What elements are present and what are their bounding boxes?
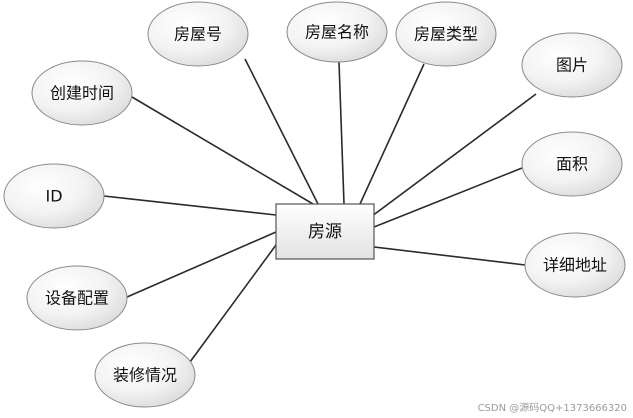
attribute-image: 图片 bbox=[521, 32, 623, 98]
attribute-label-house-type: 房屋类型 bbox=[414, 25, 478, 44]
attribute-label-equipment: 设备配置 bbox=[45, 289, 109, 308]
attribute-house-name: 房屋名称 bbox=[286, 1, 388, 63]
attribute-ellipse-area bbox=[521, 131, 623, 197]
attribute-ellipse-equipment bbox=[26, 265, 128, 331]
attribute-house-type: 房屋类型 bbox=[395, 1, 497, 67]
attribute-id: ID bbox=[3, 163, 105, 229]
connector-id bbox=[103, 195, 277, 216]
attribute-ellipse-house-type bbox=[395, 1, 497, 67]
attribute-label-id: ID bbox=[45, 187, 62, 206]
attribute-ellipse-decoration bbox=[94, 342, 196, 408]
connector-lines bbox=[103, 58, 537, 363]
attribute-ellipse-image bbox=[521, 32, 623, 98]
connector-house-name bbox=[338, 61, 345, 205]
attribute-label-decoration: 装修情况 bbox=[113, 366, 177, 385]
attribute-label-house-name: 房屋名称 bbox=[305, 23, 369, 42]
entity-label: 房源 bbox=[308, 222, 342, 242]
attribute-label-image: 图片 bbox=[556, 56, 588, 75]
connector-address bbox=[373, 246, 526, 266]
connector-house-type bbox=[359, 63, 425, 205]
attribute-label-house-no: 房屋号 bbox=[174, 25, 222, 44]
attribute-label-created-time: 创建时间 bbox=[50, 84, 114, 103]
attribute-label-address: 详细地址 bbox=[543, 256, 607, 275]
attribute-ellipse-created-time bbox=[31, 60, 133, 126]
attribute-decoration: 装修情况 bbox=[94, 342, 196, 408]
connector-image bbox=[367, 93, 537, 220]
attribute-ellipse-house-no bbox=[147, 1, 249, 67]
attribute-label-area: 面积 bbox=[556, 155, 588, 174]
connector-equipment bbox=[126, 231, 277, 298]
attribute-area: 面积 bbox=[521, 131, 623, 197]
attribute-ellipse-id bbox=[3, 163, 105, 229]
attribute-ellipse-address bbox=[524, 232, 626, 298]
attribute-created-time: 创建时间 bbox=[31, 60, 133, 126]
entity-group: 房源 bbox=[275, 203, 375, 260]
watermark-text: CSDN @源码QQ+1373666320 bbox=[477, 403, 627, 414]
connector-created-time bbox=[131, 96, 314, 205]
attribute-ellipse-house-name bbox=[286, 1, 388, 63]
connector-house-no bbox=[244, 58, 319, 205]
connector-area bbox=[373, 167, 523, 228]
connector-decoration bbox=[189, 244, 277, 363]
entity-box bbox=[275, 203, 375, 260]
attribute-house-no: 房屋号 bbox=[147, 1, 249, 67]
attribute-equipment: 设备配置 bbox=[26, 265, 128, 331]
attribute-address: 详细地址 bbox=[524, 232, 626, 298]
